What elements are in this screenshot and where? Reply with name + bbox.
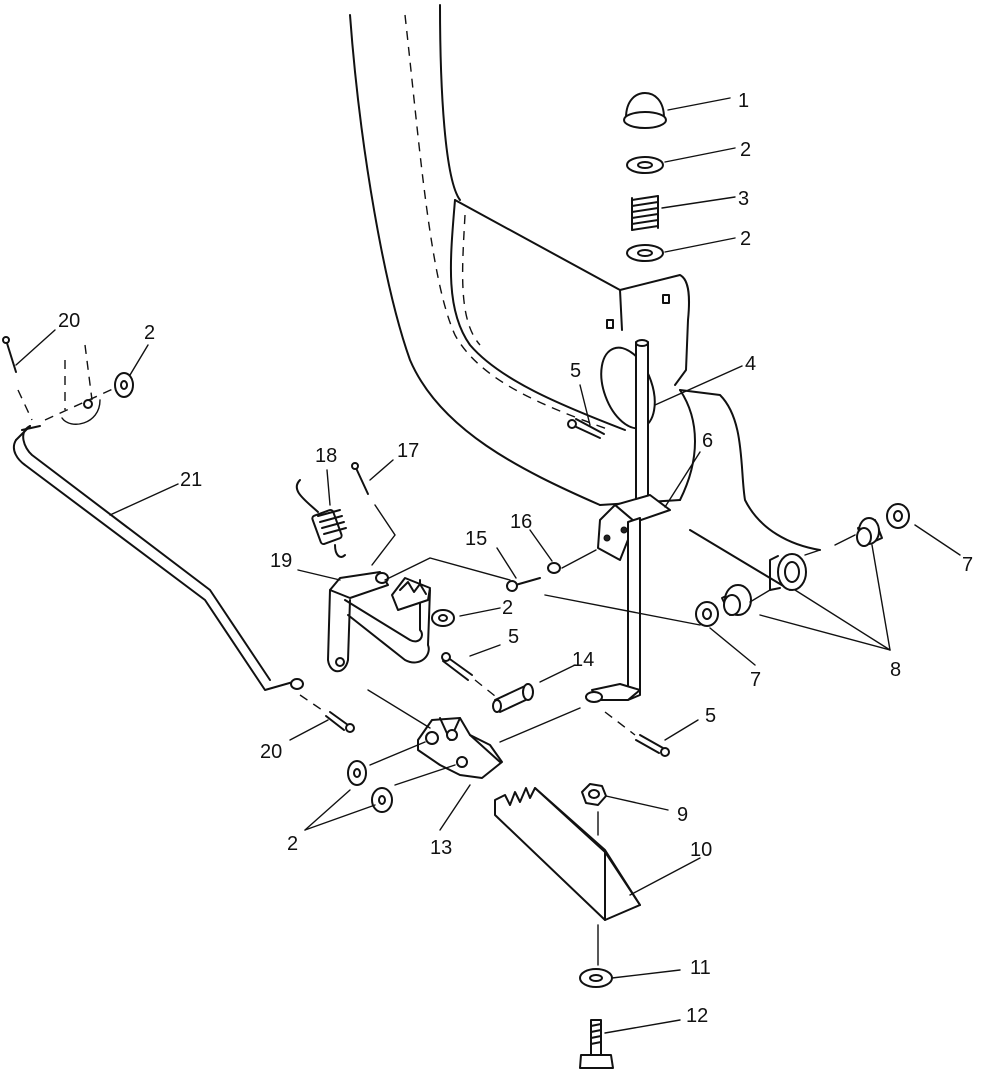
callout-17: 17: [397, 440, 419, 462]
callout-11: 11: [690, 957, 711, 979]
washer-part-7-right: [886, 503, 910, 529]
callout-21: 21: [180, 469, 202, 491]
callout-8: 8: [890, 659, 901, 681]
screw-part-15: [506, 577, 541, 592]
pedal-part-10: [494, 787, 641, 921]
pin-part-20-lower: [325, 711, 355, 733]
callout-4: 4: [745, 353, 756, 375]
bushing-part-8-mount: [769, 553, 807, 591]
washer-part-2-lower-left-b: [371, 787, 393, 813]
callout-5: 5: [570, 360, 581, 382]
washer-part-11: [579, 968, 613, 988]
callout-2: 2: [144, 322, 155, 344]
nut-part-9: [581, 783, 607, 806]
callout-9: 9: [677, 804, 688, 826]
pin-part-17: [351, 462, 369, 495]
bracket-part-13: [417, 717, 503, 779]
callout-12: 12: [686, 1005, 708, 1027]
callout-20: 20: [58, 310, 80, 332]
bolt-part-5-upper: [567, 418, 605, 439]
washer-part-2-lower-left-a: [347, 760, 367, 786]
pin-part-14: [492, 683, 534, 713]
callout-13: 13: [430, 837, 452, 859]
callout-3: 3: [738, 188, 749, 210]
callout-2: 2: [502, 597, 513, 619]
bolt-part-12: [579, 1019, 614, 1069]
callout-6: 6: [702, 430, 713, 452]
callout-2: 2: [287, 833, 298, 855]
bracket-part-6: [585, 494, 671, 703]
callout-7: 7: [750, 669, 761, 691]
callout-5: 5: [508, 626, 519, 648]
washer-part-2-upper: [626, 156, 664, 174]
callout-5: 5: [705, 705, 716, 727]
bushing-part-8-right: [856, 517, 883, 547]
bolt-part-5-lower: [635, 734, 670, 757]
washer-part-2-mid: [431, 609, 455, 627]
spring-part-3: [631, 195, 659, 231]
cap-part-1: [623, 92, 667, 129]
bushing-part-8-left: [721, 584, 752, 616]
washer-part-7-left: [695, 601, 719, 627]
body-panel: [349, 4, 821, 591]
callout-2: 2: [740, 139, 751, 161]
callout-1: 1: [738, 90, 749, 112]
callout-16: 16: [510, 511, 532, 533]
callout-18: 18: [315, 445, 337, 467]
rod-part-21: [12, 425, 304, 691]
pin-part-20-upper: [2, 336, 17, 373]
callout-2: 2: [740, 228, 751, 250]
spring-part-18: [295, 479, 347, 558]
bolt-part-5-middle: [441, 652, 473, 681]
rod-part-4: [635, 339, 649, 505]
callout-15: 15: [465, 528, 487, 550]
callout-20: 20: [260, 741, 282, 763]
washer-part-2-left: [114, 372, 134, 398]
callout-14: 14: [572, 649, 594, 671]
callout-19: 19: [270, 550, 292, 572]
lever-part-19: [327, 571, 431, 673]
leader-lines: [15, 97, 961, 1034]
nut-part-16: [547, 562, 561, 574]
washer-part-2-lower: [626, 244, 664, 262]
callout-10: 10: [690, 839, 712, 861]
callout-7: 7: [962, 554, 973, 576]
